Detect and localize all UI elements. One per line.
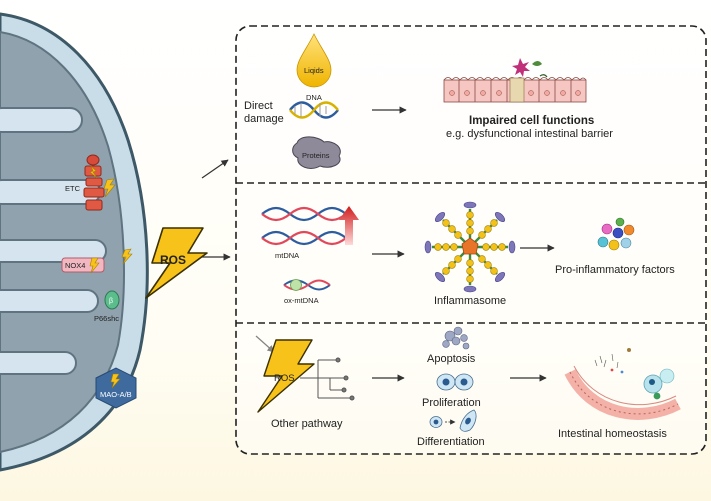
- proliferation-icon: [436, 373, 474, 391]
- mtdna-helix-icon: [261, 206, 347, 246]
- lipids-label: Liqids: [304, 66, 324, 75]
- intestinal-epithelium-icon: [443, 58, 587, 103]
- ros-label: ROS: [160, 253, 186, 267]
- pro-inflammatory-factors-label: Pro-inflammatory factors: [555, 264, 675, 276]
- dna-helix-icon: [289, 101, 339, 119]
- panel3-ros-bolt-icon: [257, 339, 315, 413]
- direct-damage-label-line1: Direct: [244, 100, 273, 112]
- proliferation-label: Proliferation: [422, 397, 481, 409]
- panel3-ros-label: ROS: [274, 373, 295, 384]
- dna-label: DNA: [306, 93, 322, 102]
- proteins-label: Proteins: [302, 151, 330, 160]
- proteins-blob-icon: [292, 136, 341, 169]
- apoptosis-label: Apoptosis: [427, 353, 476, 365]
- ox-mtdna-label: ox-mtDNA: [284, 296, 319, 305]
- apoptosis-icon: [442, 326, 470, 350]
- intestinal-homeostasis-label: Intestinal homeostasis: [558, 428, 667, 440]
- svg-text:β: β: [109, 298, 113, 305]
- arrow-ros-to-panel3: [255, 335, 275, 353]
- mitochondrion: [0, 12, 149, 472]
- nox4-side-bolt-icon: [121, 248, 133, 265]
- panel-direct-damage: Liqids DNA Proteins Direct damage: [244, 33, 613, 169]
- impaired-cell-functions-subtitle: e.g. dysfunctional intestinal barrier: [446, 128, 613, 140]
- mitochondrion-cristae: [0, 107, 107, 375]
- increase-arrow-icon: [339, 206, 359, 245]
- inflammasome-icon: [424, 201, 516, 293]
- mao-label: MAO-A/B: [100, 390, 132, 399]
- direct-damage-label-line2: damage: [244, 113, 284, 125]
- ros-bolt-icon: [145, 227, 208, 299]
- mtdna-label: mtDNA: [275, 251, 299, 260]
- etc-ros-bolt-icon: [103, 178, 116, 198]
- nox4-label: NOX4: [65, 261, 85, 270]
- signaling-pathway-icon: [300, 357, 355, 401]
- differentiation-label: Differentiation: [417, 436, 485, 448]
- differentiation-icon: [429, 409, 477, 432]
- arrow-ros-to-panel1: [201, 159, 229, 179]
- mao-ros-bolt-icon: [110, 373, 121, 389]
- ox-mtdna-icon: [283, 279, 331, 291]
- other-pathway-label: Other pathway: [271, 418, 343, 430]
- mao-complex: MAO-A/B: [95, 367, 137, 409]
- nox4-ros-bolt-icon: [89, 257, 100, 274]
- central-ros: ROS: [145, 227, 208, 299]
- panel-mtdna: mtDNA ox-mtDNA: [261, 201, 675, 307]
- etc-label: ETC: [65, 184, 81, 193]
- p66shc-protein: β P66shc: [94, 290, 120, 323]
- impaired-cell-functions-title: Impaired cell functions: [469, 115, 594, 127]
- nox4-complex: NOX4: [61, 248, 133, 274]
- intestinal-homeostasis-icon: [564, 348, 681, 420]
- inflammasome-label: Inflammasome: [434, 295, 506, 307]
- p66shc-label: P66shc: [94, 314, 119, 323]
- panel-other-pathway: ROS Other pathway Apoptosis Proliferatio…: [257, 326, 681, 448]
- etc-complex: ETC: [65, 154, 116, 211]
- lipid-droplet-icon: [296, 33, 332, 88]
- cytokines-icon: [597, 217, 635, 251]
